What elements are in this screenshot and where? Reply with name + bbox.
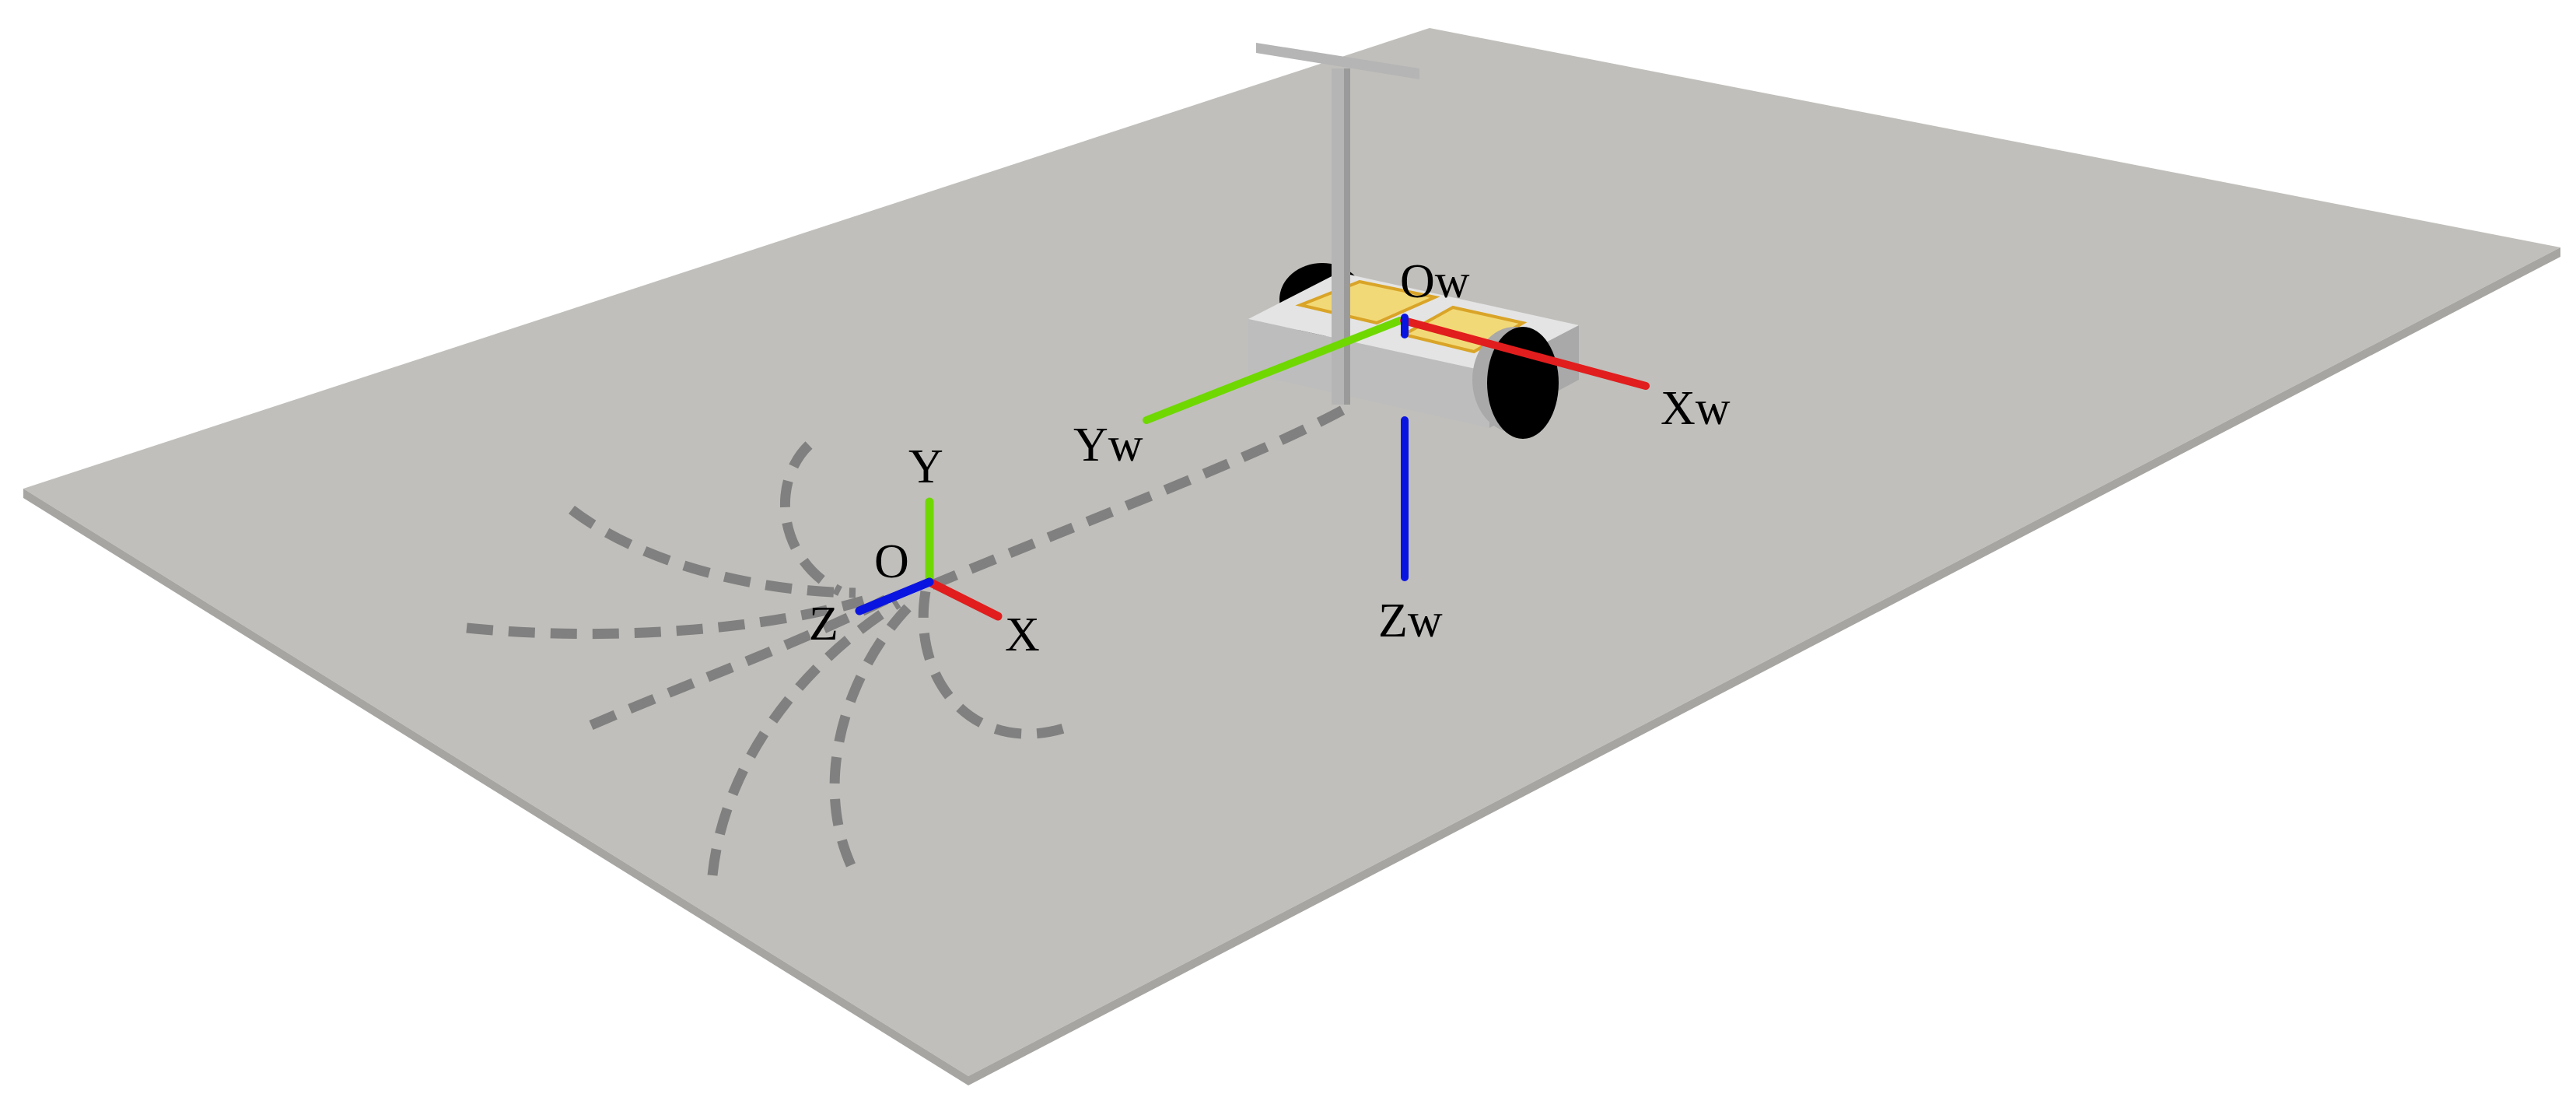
world-frame: Ow Xw Yw Zw bbox=[1073, 255, 1731, 647]
trajectory-1 bbox=[779, 441, 842, 596]
local-y-label: Y bbox=[908, 440, 943, 493]
mast-crossbar bbox=[1256, 43, 1419, 79]
trajectory-paths bbox=[466, 404, 1349, 876]
world-x-label: Xw bbox=[1661, 382, 1731, 435]
local-x-label: X bbox=[1005, 608, 1040, 661]
trajectory-5 bbox=[707, 598, 901, 876]
local-z-label: Z bbox=[809, 598, 838, 650]
world-x-axis bbox=[1400, 317, 1650, 390]
world-y-axis bbox=[1143, 317, 1404, 424]
trajectory-7 bbox=[918, 590, 1080, 739]
local-z-axis bbox=[855, 577, 934, 615]
floor bbox=[23, 28, 2560, 1076]
trajectory-3 bbox=[466, 595, 865, 640]
local-frame: Y O X Z bbox=[809, 440, 1040, 661]
trajectory-8 bbox=[929, 404, 1349, 591]
robot-body-front bbox=[1248, 319, 1489, 428]
local-x-axis bbox=[925, 577, 1003, 621]
trajectory-6 bbox=[829, 603, 912, 868]
world-y-label: Yw bbox=[1073, 419, 1143, 472]
ground-plane bbox=[23, 28, 2560, 1085]
sensor-pad-right bbox=[1399, 305, 1528, 354]
local-origin-label: O bbox=[874, 535, 909, 588]
trajectory-2 bbox=[569, 505, 856, 598]
world-z-label: Zw bbox=[1378, 594, 1443, 647]
mast-pole-shade bbox=[1344, 68, 1350, 405]
world-origin-label: Ow bbox=[1400, 255, 1470, 308]
